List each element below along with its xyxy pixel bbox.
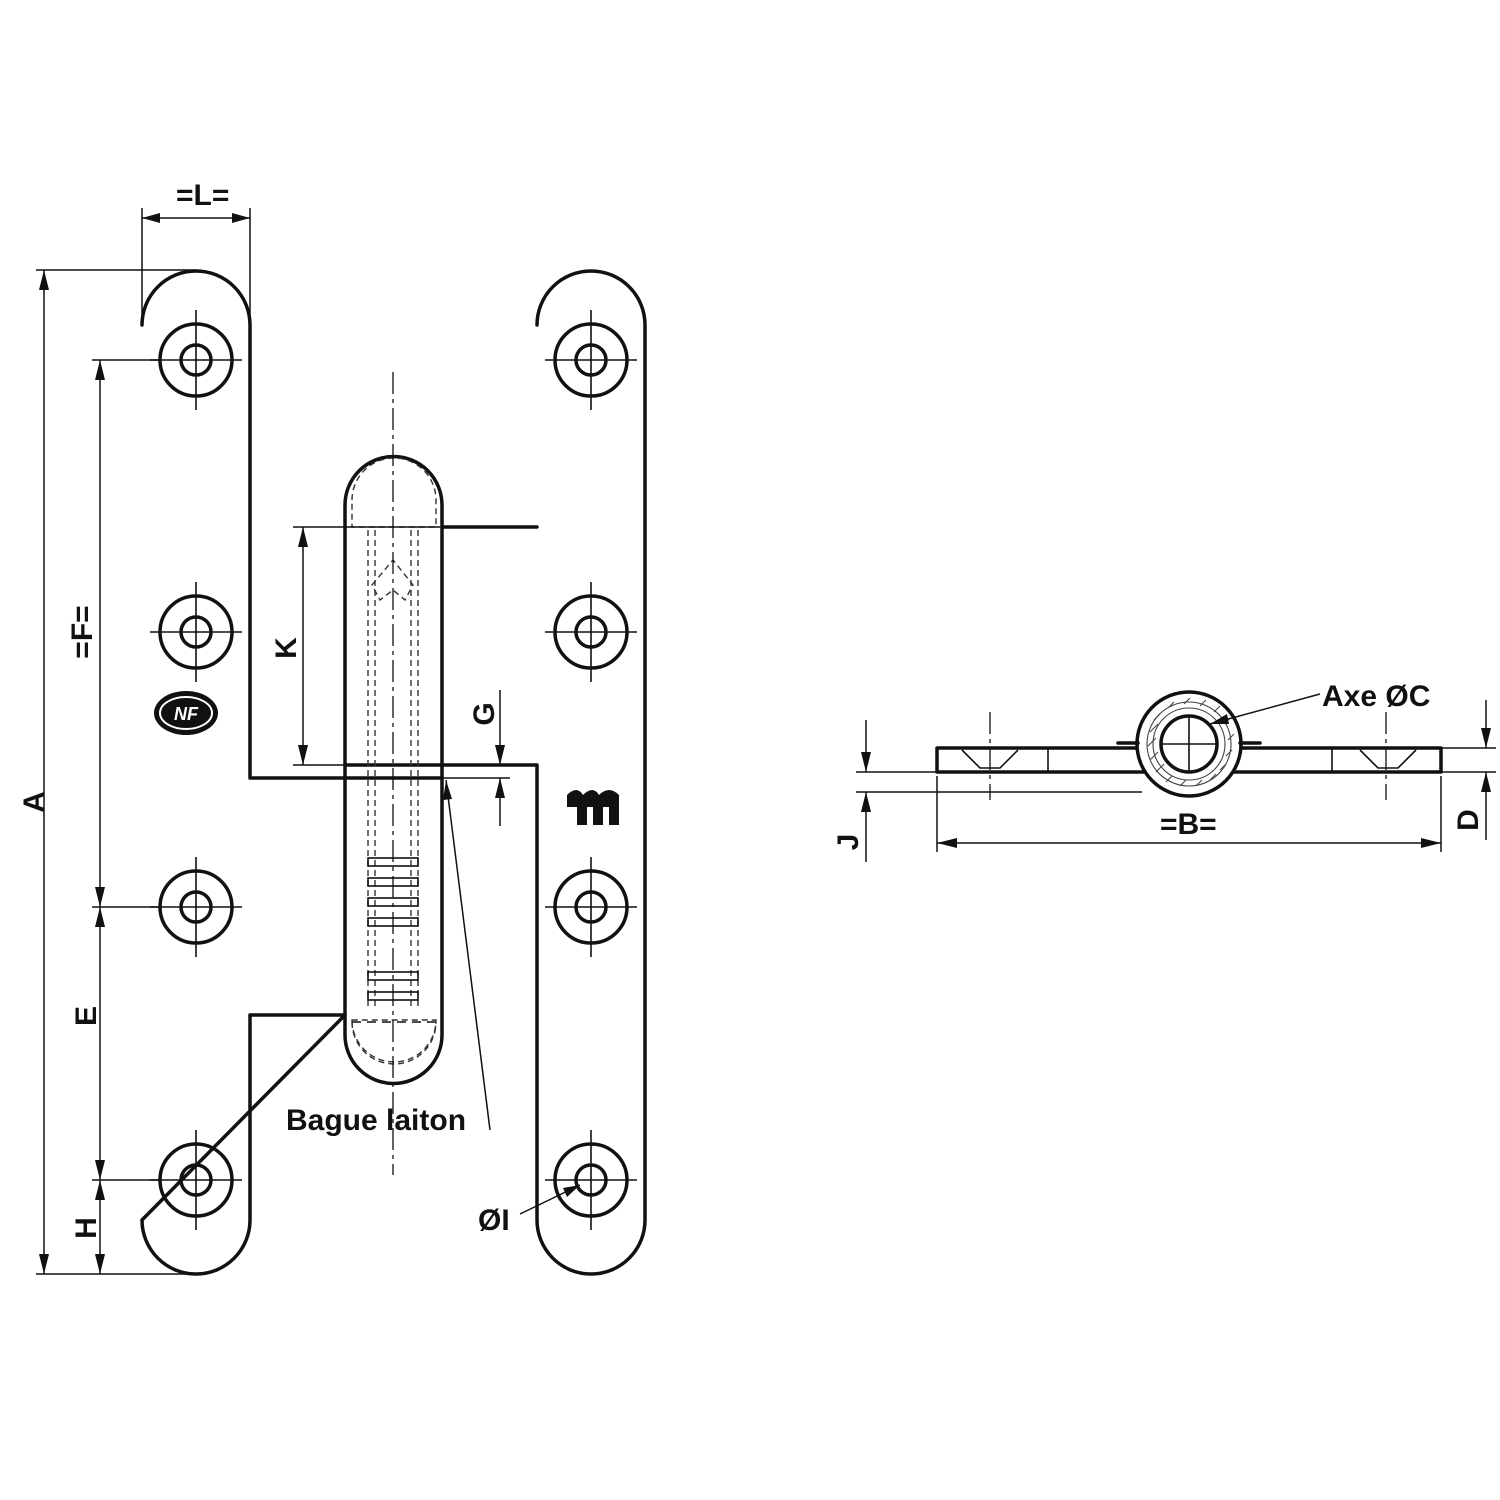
dimension-E xyxy=(92,907,160,1181)
right-leaf-outline xyxy=(440,269,647,1276)
manufacturer-stamp-icon xyxy=(567,790,619,825)
dimension-K xyxy=(293,526,440,766)
front-view: =L= A =F= E H K G Bague laiton ØI NF xyxy=(18,179,647,1276)
screw-hole-right-4 xyxy=(545,1130,637,1230)
dimension-F xyxy=(92,359,160,908)
label-D: D xyxy=(1452,809,1485,831)
dimension-G xyxy=(442,690,510,826)
knuckle-barrel xyxy=(343,454,444,1086)
nf-logo-text: NF xyxy=(174,704,199,724)
dimension-B xyxy=(936,776,1442,852)
label-diam-i: ØI xyxy=(478,1204,510,1237)
left-leaf-outline xyxy=(140,269,347,1276)
nf-logo xyxy=(154,691,218,735)
side-view: Axe ØC J =B= D xyxy=(832,680,1496,862)
screw-hole-left-3 xyxy=(150,857,242,957)
dimension-A xyxy=(36,269,196,1275)
screw-hole-right-3 xyxy=(545,857,637,957)
bague-leader-line xyxy=(445,779,491,1131)
label-J: J xyxy=(832,834,865,851)
label-L: =L= xyxy=(176,179,229,212)
label-axe-diam-c: Axe ØC xyxy=(1322,680,1430,713)
screw-hole-left-4 xyxy=(150,1130,242,1230)
dimension-L xyxy=(141,208,251,322)
label-G: G xyxy=(468,702,501,725)
label-B: =B= xyxy=(1160,808,1217,841)
screw-hole-right-1 xyxy=(545,310,637,410)
hidden-pin xyxy=(351,457,437,1065)
dimension-J xyxy=(856,720,1142,862)
label-E: E xyxy=(70,1006,103,1026)
label-F: =F= xyxy=(66,605,99,658)
label-A: A xyxy=(18,791,51,813)
axe-leader-line xyxy=(1209,693,1321,725)
screw-hole-right-2 xyxy=(545,582,637,682)
screw-hole-left-1 xyxy=(150,310,242,410)
dimension-D xyxy=(1441,700,1496,840)
label-K: K xyxy=(270,637,303,659)
label-H: H xyxy=(70,1217,103,1239)
dimension-H xyxy=(95,1180,105,1274)
label-bague-laiton: Bague laiton xyxy=(286,1104,466,1137)
screw-hole-left-2 xyxy=(150,582,242,682)
